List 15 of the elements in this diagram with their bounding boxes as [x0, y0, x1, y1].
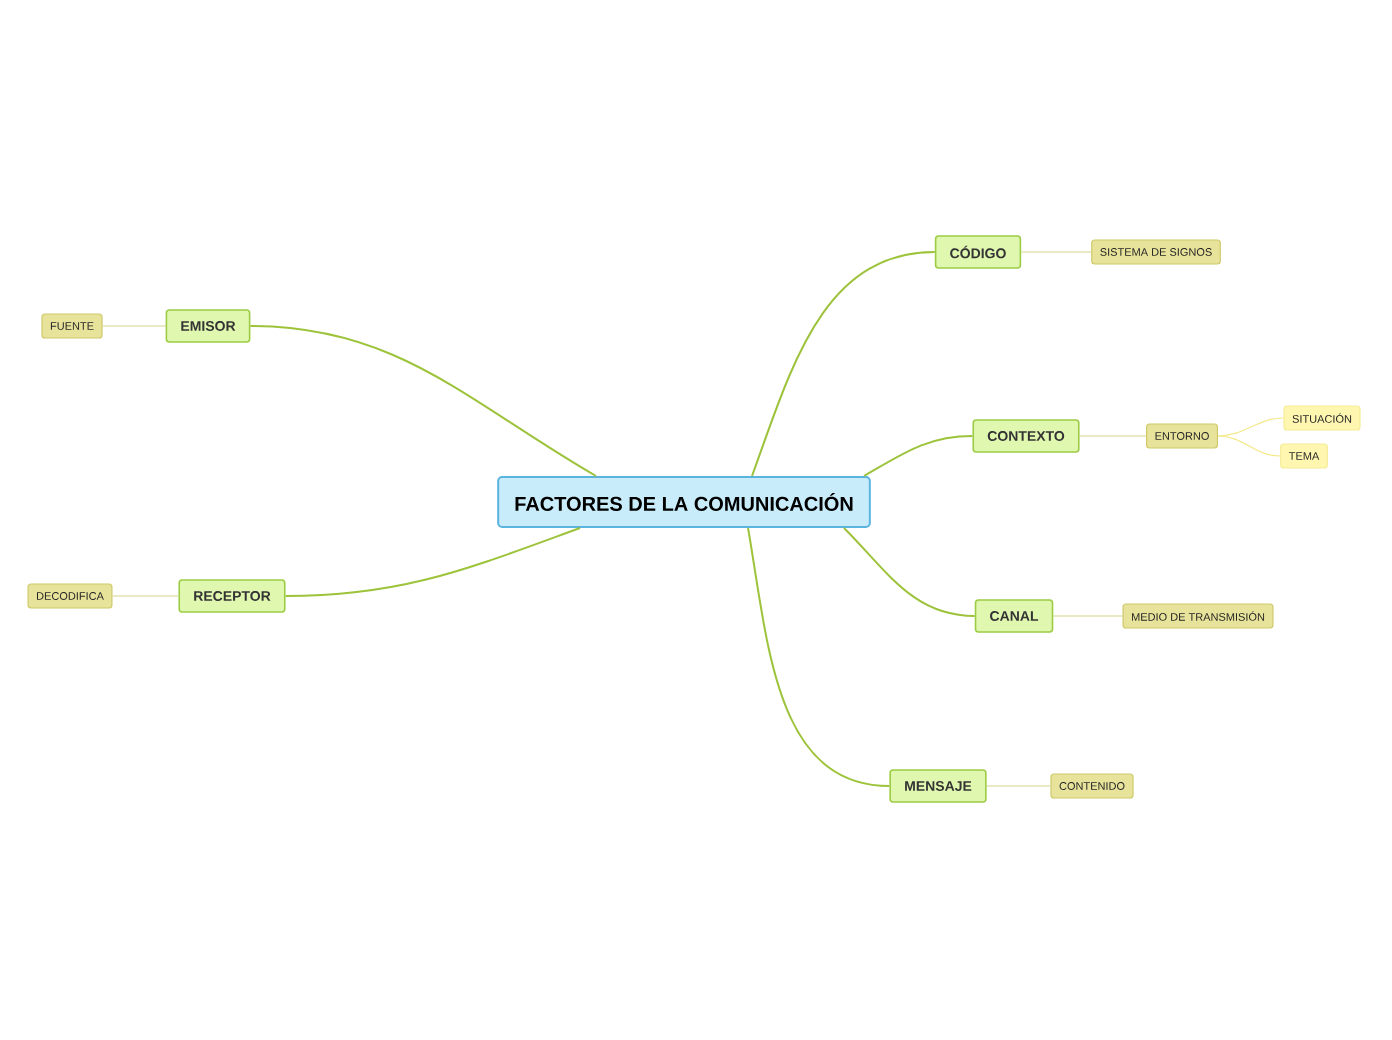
connector [1217, 417, 1285, 437]
connector [284, 527, 581, 597]
connector [1052, 615, 1124, 617]
connector [1020, 251, 1092, 253]
connector [751, 251, 936, 477]
connector [1217, 435, 1281, 457]
connector [249, 325, 597, 477]
connector [747, 527, 891, 787]
connector [1079, 435, 1147, 437]
connector [102, 325, 167, 327]
connector [863, 435, 974, 477]
connector [111, 595, 180, 597]
connector [986, 785, 1051, 787]
root-topic-box: FACTORES DE LA COMUNICACIÓN [497, 476, 871, 528]
connector [843, 527, 976, 617]
